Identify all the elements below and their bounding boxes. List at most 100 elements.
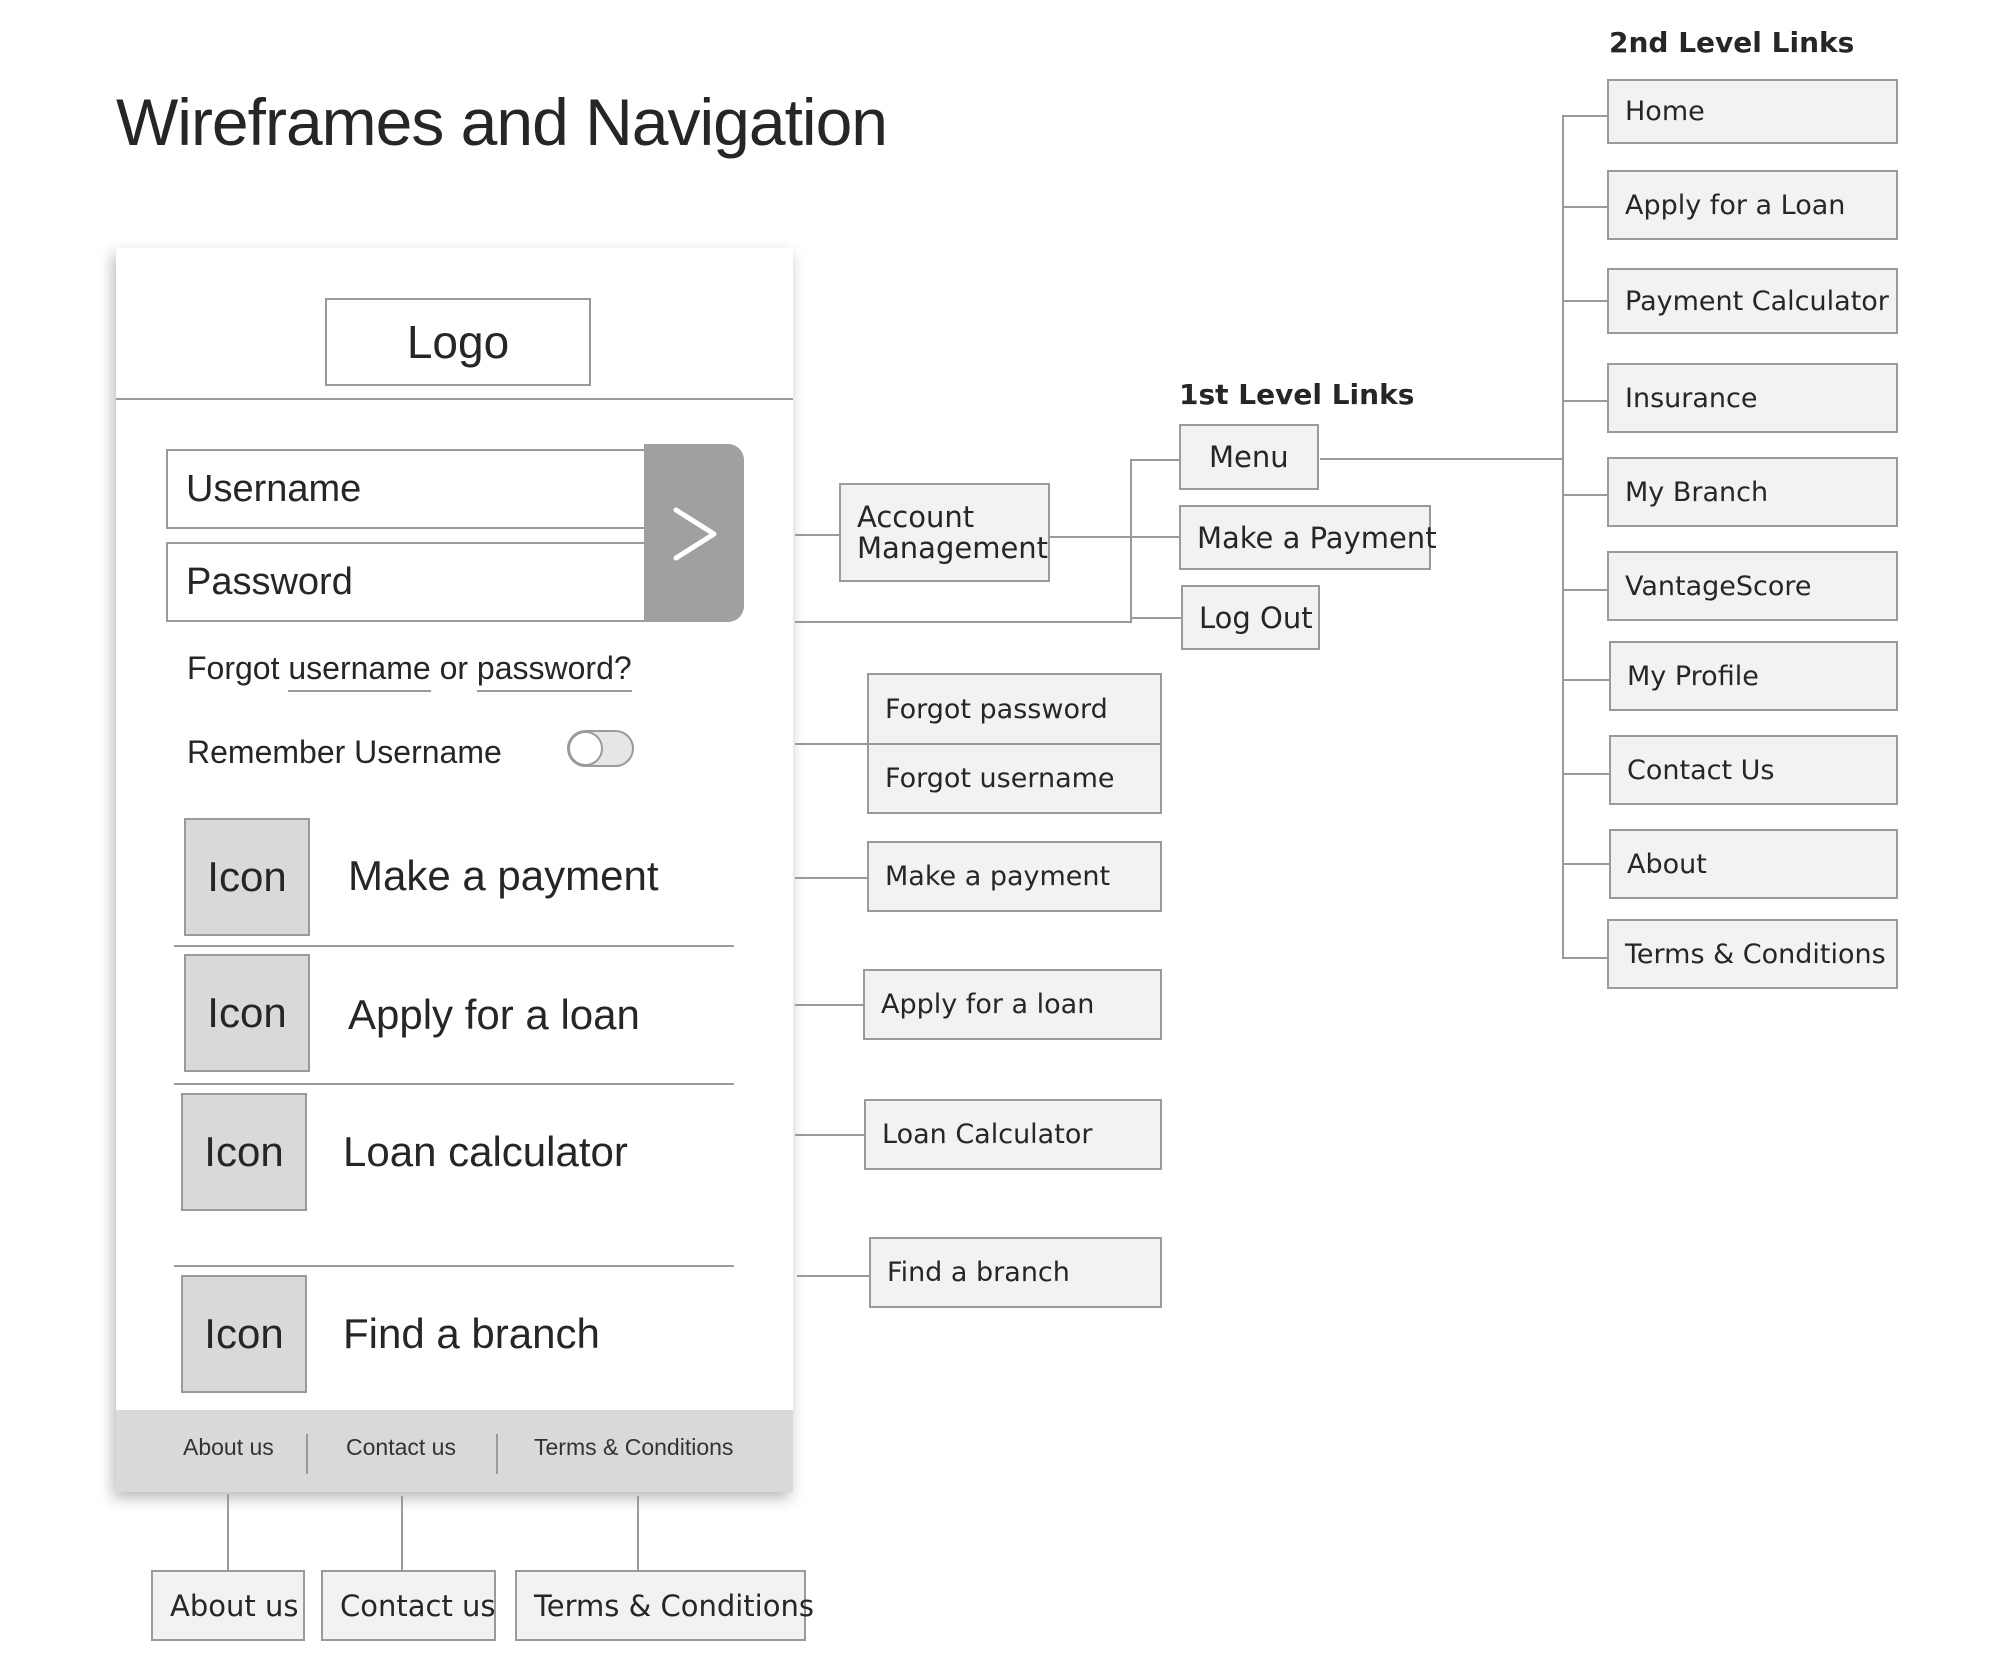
node-log-out[interactable]: Log Out (1181, 585, 1320, 650)
connector-line (797, 1275, 869, 1277)
connector-line (1562, 300, 1607, 302)
connector-line (637, 1496, 639, 1570)
node-account-management[interactable]: Account Management (839, 483, 1050, 582)
connector-line (1130, 459, 1180, 461)
connector-line (1562, 957, 1607, 959)
loan-icon-placeholder: Icon (184, 954, 310, 1072)
connector-line (1130, 617, 1182, 619)
second-level-heading: 2nd Level Links (1609, 26, 1855, 59)
node-apply-for-a-loan[interactable]: Apply for a Loan (1607, 170, 1898, 240)
row-divider (174, 945, 734, 947)
node-label: Insurance (1625, 382, 1758, 414)
forgot-password-link[interactable]: password? (476, 650, 632, 692)
footer-contact-link[interactable]: Contact us (346, 1434, 456, 1460)
connector-line (401, 1496, 403, 1570)
node-forgot-password[interactable]: Forgot password (867, 673, 1162, 745)
connector-line (1562, 206, 1607, 208)
first-level-heading: 1st Level Links (1179, 378, 1415, 411)
connector-line (1562, 115, 1564, 959)
connector-line (1049, 536, 1179, 538)
row-find-branch[interactable]: Find a branch (343, 1310, 600, 1357)
forgot-prefix: Forgot (187, 650, 289, 686)
connector-line (1562, 589, 1607, 591)
icon-label: Icon (204, 1310, 284, 1357)
node-footer-contact-us[interactable]: Contact us (321, 1570, 496, 1641)
footer-about-link[interactable]: About us (183, 1434, 274, 1460)
header-divider (116, 398, 793, 400)
node-vantagescore[interactable]: VantageScore (1607, 551, 1898, 621)
forgot-credentials-text: Forgot username or password? (187, 650, 632, 692)
connector-line (1562, 115, 1607, 117)
row-divider (174, 1265, 734, 1267)
node-label: About (1627, 848, 1707, 880)
connector-line (795, 743, 867, 745)
node-label: Payment Calculator (1625, 285, 1889, 317)
node-home[interactable]: Home (1607, 79, 1898, 144)
logo-placeholder[interactable]: Logo (325, 298, 591, 386)
node-label: Home (1625, 96, 1705, 127)
node-label: Contact us (340, 1588, 496, 1623)
connector-line (795, 534, 839, 536)
node-label: Terms & Conditions (534, 1588, 814, 1623)
connector-line (795, 621, 1130, 623)
connector-line (1320, 458, 1563, 460)
connector-line (1562, 494, 1607, 496)
connector-line (1130, 459, 1132, 623)
node-footer-about-us[interactable]: About us (151, 1570, 305, 1641)
node-payment-calculator[interactable]: Payment Calculator (1607, 268, 1898, 334)
node-label: Make a Payment (1197, 520, 1437, 555)
node-label: My Profile (1627, 660, 1759, 692)
node-label: Contact Us (1627, 754, 1775, 786)
password-input[interactable]: Password (166, 542, 648, 622)
node-forgot-username[interactable]: Forgot username (867, 743, 1162, 814)
footer-separator (496, 1434, 498, 1474)
row-apply-loan[interactable]: Apply for a loan (348, 991, 640, 1038)
chevron-right-icon (673, 507, 717, 561)
toggle-knob (568, 731, 603, 766)
remember-username-toggle[interactable] (567, 730, 634, 767)
row-make-payment[interactable]: Make a payment (348, 852, 659, 899)
footer-terms-link[interactable]: Terms & Conditions (534, 1434, 734, 1460)
node-insurance[interactable]: Insurance (1607, 363, 1898, 433)
icon-label: Icon (207, 989, 287, 1036)
connector-line (1562, 679, 1609, 681)
username-input[interactable]: Username (166, 449, 648, 529)
logo-label: Logo (406, 316, 510, 368)
phone-wireframe: Logo Username Password Forgot username o… (116, 248, 793, 1492)
node-label: My Branch (1625, 476, 1769, 508)
icon-label: Icon (204, 1128, 284, 1175)
page-title: Wireframes and Navigation (116, 85, 888, 159)
node-about[interactable]: About (1609, 829, 1898, 899)
node-my-profile[interactable]: My Profile (1609, 641, 1898, 711)
node-my-branch[interactable]: My Branch (1607, 457, 1898, 527)
node-label: Make a payment (885, 861, 1111, 892)
row-loan-calculator[interactable]: Loan calculator (343, 1128, 628, 1175)
row-divider (174, 1083, 734, 1085)
connector-line (1130, 536, 1180, 538)
node-apply-for-a-loan-row[interactable]: Apply for a loan (863, 969, 1162, 1040)
login-submit-button[interactable] (644, 444, 744, 622)
connector-line (795, 1134, 864, 1136)
node-find-a-branch-row[interactable]: Find a branch (869, 1237, 1162, 1308)
node-make-a-payment-row[interactable]: Make a payment (867, 841, 1162, 912)
node-menu[interactable]: Menu (1179, 424, 1319, 490)
node-label: Menu (1209, 440, 1289, 474)
node-label: Apply for a Loan (1625, 189, 1846, 221)
connector-line (1562, 400, 1607, 402)
node-label: Loan Calculator (882, 1119, 1093, 1150)
payment-icon-placeholder: Icon (184, 818, 310, 936)
node-loan-calculator-row[interactable]: Loan Calculator (864, 1099, 1162, 1170)
connector-line (795, 877, 867, 879)
connector-line (1562, 773, 1609, 775)
connector-line (795, 1004, 863, 1006)
node-footer-terms[interactable]: Terms & Conditions (515, 1570, 814, 1641)
icon-label: Icon (207, 853, 287, 900)
forgot-username-link[interactable]: username (288, 650, 431, 692)
username-placeholder: Username (186, 467, 362, 510)
node-contact-us[interactable]: Contact Us (1609, 735, 1898, 805)
node-make-a-payment[interactable]: Make a Payment (1179, 505, 1437, 570)
calculator-icon-placeholder: Icon (181, 1093, 307, 1211)
node-terms-and-conditions[interactable]: Terms & Conditions (1607, 919, 1898, 989)
node-label: Find a branch (887, 1257, 1070, 1288)
connector-line (1562, 863, 1609, 865)
